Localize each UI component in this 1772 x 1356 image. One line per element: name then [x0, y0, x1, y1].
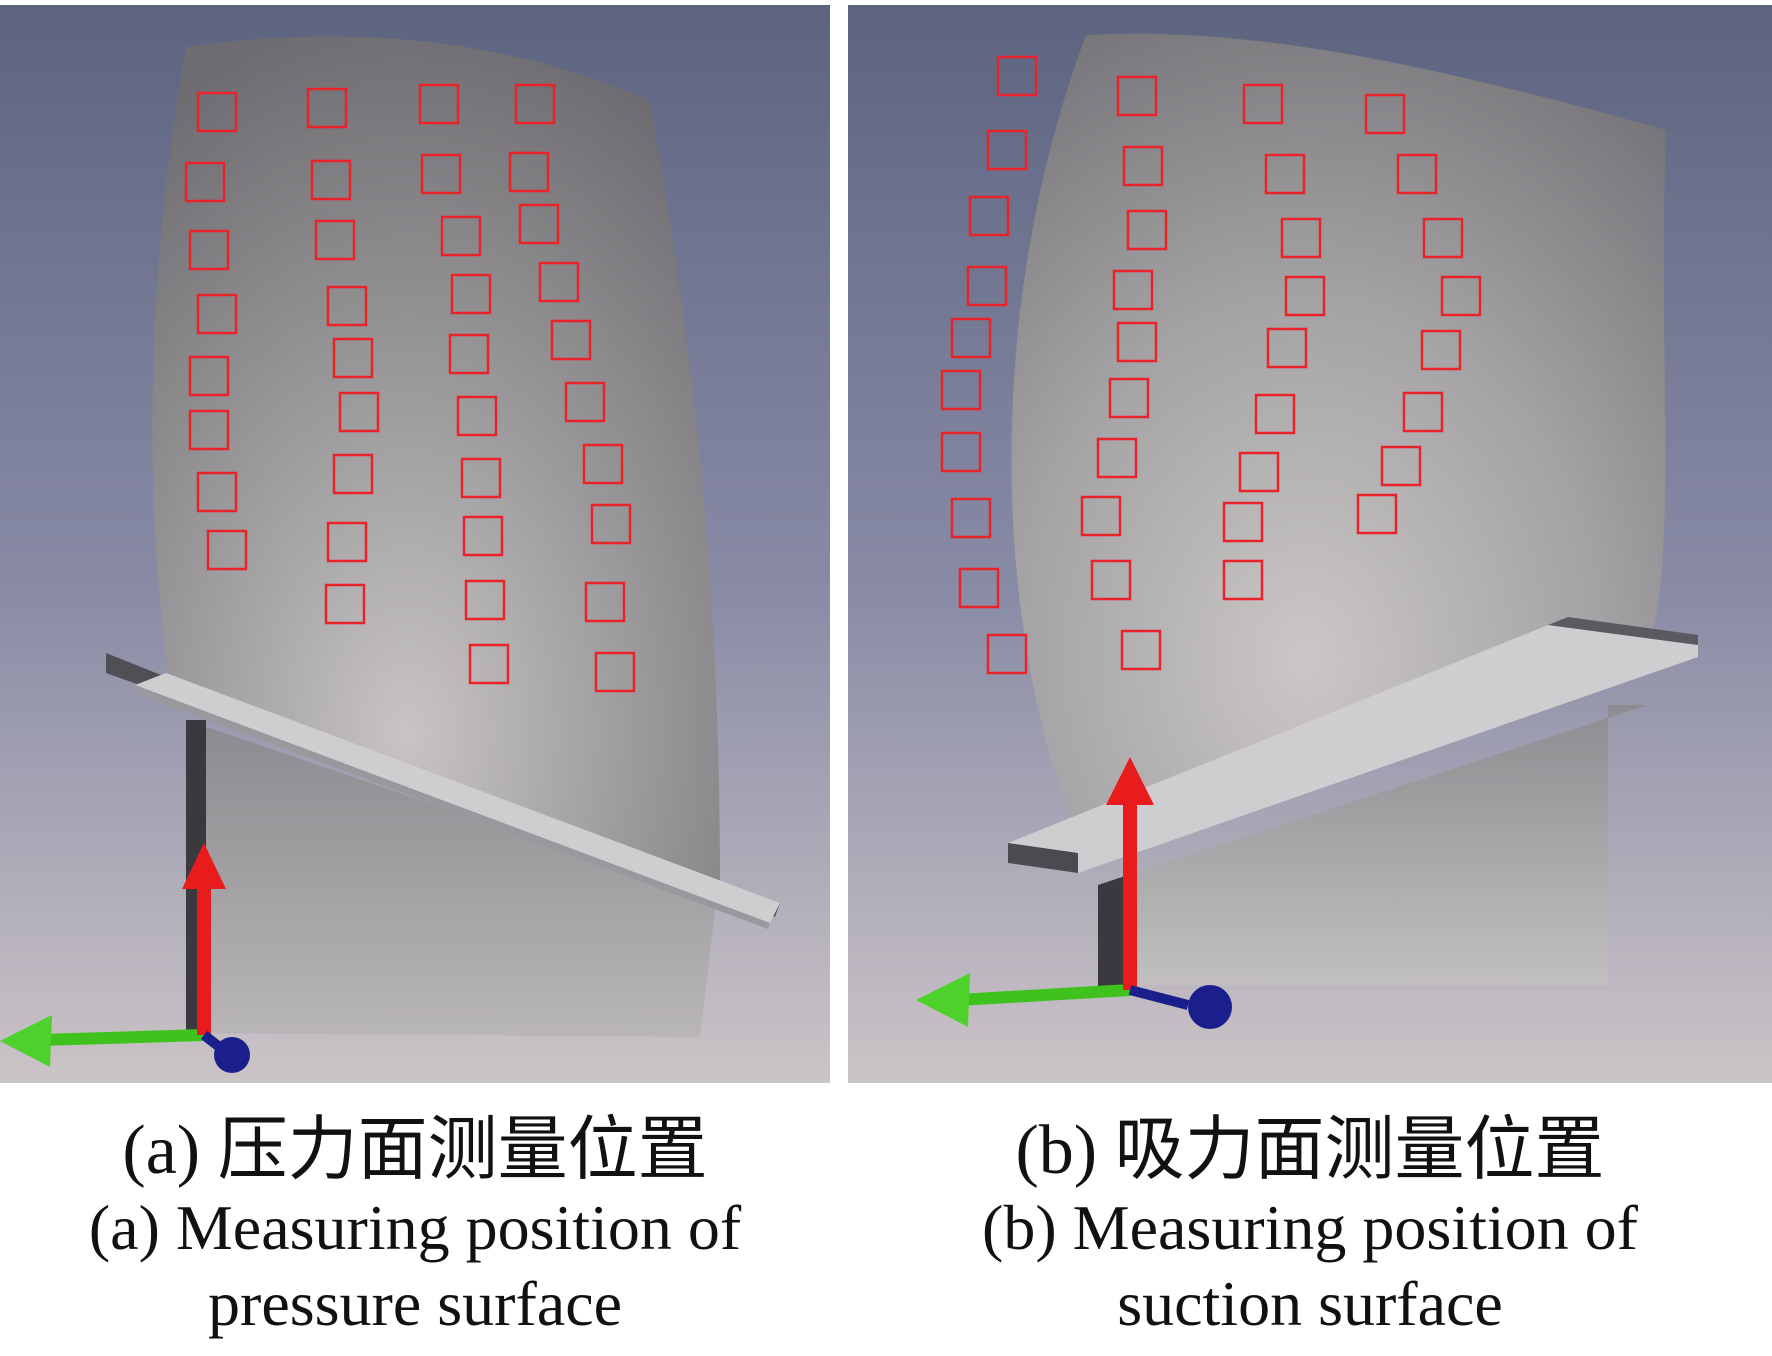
measuring-point-marker [1396, 153, 1438, 195]
measuring-point-marker [188, 409, 230, 451]
measuring-point-marker [314, 219, 356, 261]
measuring-point-marker [418, 83, 460, 125]
measuring-point-marker [1380, 445, 1422, 487]
measuring-point-marker [508, 151, 550, 193]
measuring-point-marker [188, 229, 230, 271]
measuring-point-marker [518, 203, 560, 245]
measuring-point-marker [1116, 75, 1158, 117]
measuring-point-marker [1266, 327, 1308, 369]
measuring-point-marker [448, 333, 490, 375]
measuring-point-marker [188, 355, 230, 397]
measuring-point-marker [550, 319, 592, 361]
measuring-point-marker [1116, 321, 1158, 363]
measuring-point-marker [1080, 495, 1122, 537]
measuring-point-marker [986, 633, 1028, 675]
pressure-surface-render [0, 5, 830, 1083]
measuring-point-marker [1356, 493, 1398, 535]
measuring-point-marker [196, 91, 238, 133]
measuring-point-marker [338, 391, 380, 433]
measuring-point-marker [326, 285, 368, 327]
measuring-point-marker [950, 317, 992, 359]
measuring-point-marker [310, 159, 352, 201]
measuring-point-marker [206, 529, 248, 571]
measuring-point-marker [196, 293, 238, 335]
measuring-point-marker [462, 515, 504, 557]
measuring-point-marker [996, 55, 1038, 97]
measuring-point-marker [332, 337, 374, 379]
caption-pressure-surface: (a) 压力面测量位置 (a) Measuring position of pr… [0, 1112, 830, 1342]
measuring-point-marker [958, 567, 1000, 609]
measuring-point-marker [464, 579, 506, 621]
measuring-point-marker [1422, 217, 1464, 259]
measuring-point-marker [1284, 275, 1326, 317]
measuring-point-marker [1222, 501, 1264, 543]
measuring-point-marker [326, 521, 368, 563]
caption-a-chinese: (a) 压力面测量位置 [122, 1112, 708, 1189]
measuring-point-marker [986, 129, 1028, 171]
suction-surface-panel [848, 5, 1772, 1083]
measuring-point-marker [1420, 329, 1462, 371]
measuring-point-marker [590, 503, 632, 545]
measuring-point-marker [1440, 275, 1482, 317]
measuring-point-marker [582, 443, 624, 485]
measuring-point-marker [468, 643, 510, 685]
measuring-point-marker [184, 161, 226, 203]
measuring-point-marker [1364, 93, 1406, 135]
measuring-point-marker [324, 583, 366, 625]
measuring-point-marker [1120, 629, 1162, 671]
measuring-point-marker [564, 381, 606, 423]
measuring-point-marker [1096, 437, 1138, 479]
measuring-point-marker [420, 153, 462, 195]
caption-suction-surface: (b) 吸力面测量位置 (b) Measuring position of su… [870, 1112, 1750, 1342]
measuring-point-marker [440, 215, 482, 257]
measuring-point-marker [1254, 393, 1296, 435]
caption-a-english-line2: pressure surface [208, 1268, 622, 1339]
measuring-point-marker [1242, 83, 1284, 125]
caption-b-english-line2: suction surface [1117, 1268, 1503, 1339]
measuring-point-marker [306, 87, 348, 129]
marker-group [184, 83, 636, 693]
measuring-point-marker [538, 261, 580, 303]
measuring-point-marker [1122, 145, 1164, 187]
caption-b-chinese: (b) 吸力面测量位置 [1015, 1112, 1605, 1189]
marker-group [940, 55, 1482, 675]
measuring-point-marker [594, 651, 636, 693]
measuring-point-marker [332, 453, 374, 495]
blade-root [1098, 705, 1648, 985]
blade-root [186, 720, 718, 1037]
measuring-point-marker [196, 471, 238, 513]
coordinate-axes-icon [0, 843, 250, 1073]
suction-surface-airfoil [1011, 33, 1666, 836]
measuring-point-marker [1280, 217, 1322, 259]
coordinate-axes-icon [916, 757, 1232, 1029]
measuring-point-marker [1112, 269, 1154, 311]
measuring-point-marker [968, 195, 1010, 237]
measuring-point-marker [1126, 209, 1168, 251]
measuring-point-marker [966, 265, 1008, 307]
measuring-point-marker [1108, 377, 1150, 419]
measuring-point-marker [940, 431, 982, 473]
measuring-point-marker [1238, 451, 1280, 493]
pressure-surface-panel [0, 5, 830, 1083]
measuring-point-marker [950, 497, 992, 539]
pressure-surface-airfoil [152, 36, 721, 886]
measuring-point-marker [456, 395, 498, 437]
measuring-point-marker [514, 83, 556, 125]
measuring-point-marker [1402, 391, 1444, 433]
measuring-point-marker [1264, 153, 1306, 195]
suction-surface-render [848, 5, 1772, 1083]
measuring-point-marker [450, 273, 492, 315]
measuring-point-marker [940, 369, 982, 411]
blade-platform [1008, 625, 1698, 873]
measuring-point-marker [584, 581, 626, 623]
measuring-point-marker [1222, 559, 1264, 601]
caption-a-english-line1: (a) Measuring position of [88, 1192, 742, 1263]
measuring-point-marker [1090, 559, 1132, 601]
caption-b-english-line1: (b) Measuring position of [982, 1192, 1638, 1263]
measuring-point-marker [460, 457, 502, 499]
